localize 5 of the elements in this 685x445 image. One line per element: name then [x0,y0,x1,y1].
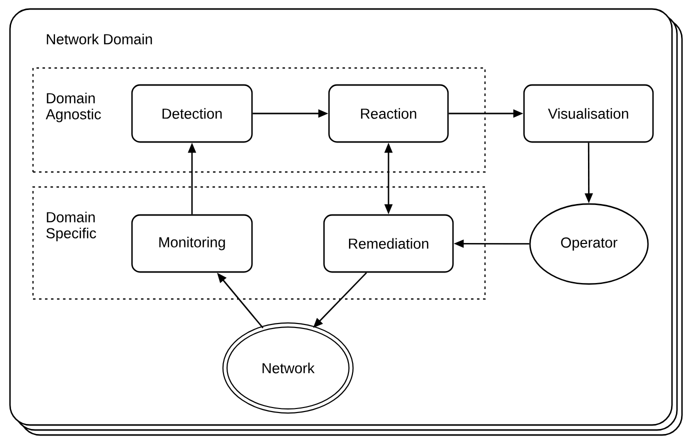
process-box: Visualisation [523,84,654,143]
process-box: Reaction [328,84,449,143]
process-box: Remediation [323,214,454,273]
process-box: Monitoring [131,214,253,273]
process-box: Detection [131,84,253,143]
